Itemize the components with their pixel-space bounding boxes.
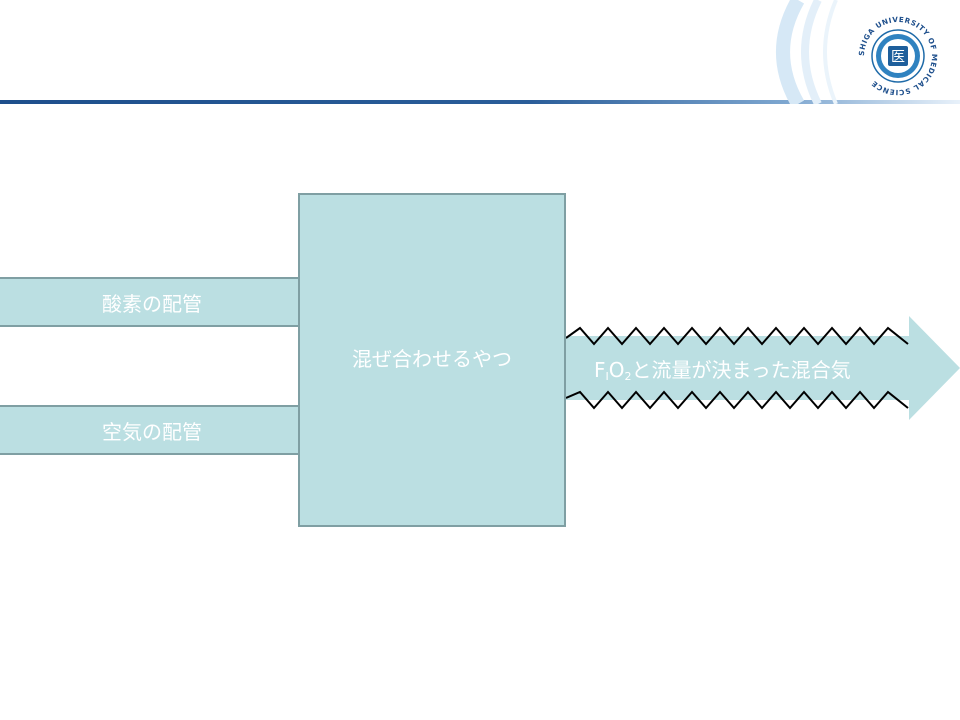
logo-arcs-decoration [776,0,838,104]
oxygen-pipe-label: 酸素の配管 [102,291,202,316]
air-pipe-label: 空気の配管 [102,419,202,444]
mixer-label: 混ぜ合わせるやつ [352,346,512,371]
fio2-i-subscript: I [605,370,609,383]
top-zigzag-edge [566,326,909,346]
seal-center-glyph: 医 [891,50,905,66]
air-pipe: 空気の配管 [0,405,300,455]
mixed-gas-output-arrow [566,316,960,420]
mixer-box: 混ぜ合わせるやつ [298,193,566,527]
bottom-zigzag-edge [566,390,909,410]
fio2-o: O [608,358,625,382]
header-rule [0,100,960,104]
fio2-2-subscript: 2 [624,370,632,383]
output-label: FIO2と流量が決まった混合気 [594,355,894,385]
university-seal-logo: 医 SHIGA UNIVERSITY OF MEDICAL SCIENCE [857,15,939,97]
output-label-text: と流量が決まった混合気 [631,358,851,382]
oxygen-pipe: 酸素の配管 [0,277,300,327]
fio2-f: F [594,358,606,382]
